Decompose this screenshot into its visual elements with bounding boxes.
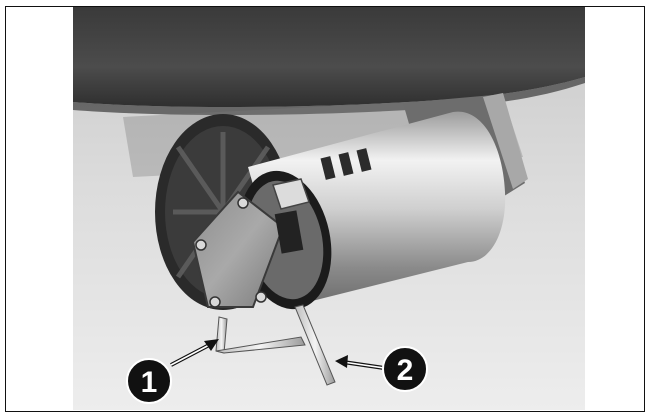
callout-arrow-1 (170, 339, 219, 367)
callout-2: 2 (382, 346, 428, 392)
plate-screw (255, 291, 267, 303)
mounting-plate (191, 190, 285, 308)
callout-circle-2 (382, 346, 428, 392)
plate-screw (237, 197, 249, 209)
product-photo: 1 2 (73, 7, 585, 410)
plate-screw (209, 296, 221, 308)
callout-circle-1 (126, 358, 172, 404)
callout-label-1: 1 (141, 366, 158, 399)
hex-key (215, 304, 336, 386)
callout-1: 1 (126, 358, 172, 404)
machine-housing (73, 7, 585, 107)
callout-label-2: 2 (397, 354, 414, 387)
plate-screw (195, 239, 207, 251)
